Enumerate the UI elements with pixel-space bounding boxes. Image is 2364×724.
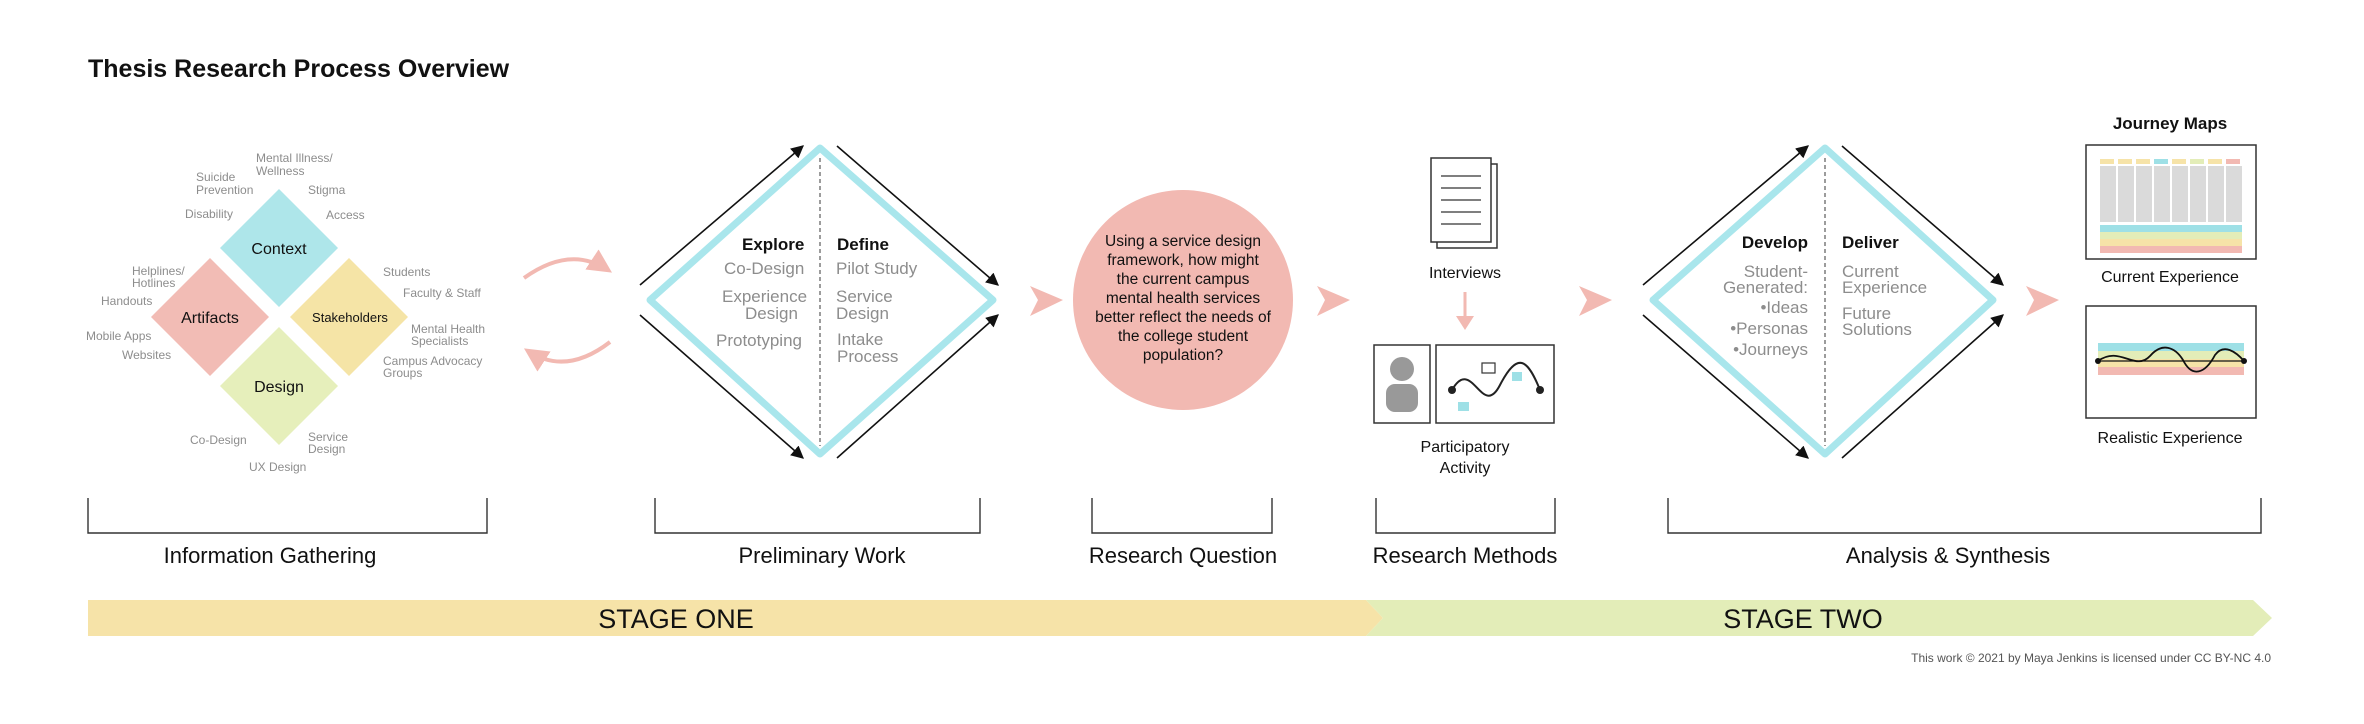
design-label: Design — [254, 379, 304, 396]
interviews-label: Interviews — [1429, 265, 1501, 282]
license-credit: This work © 2021 by Maya Jenkins is lice… — [1911, 651, 2271, 665]
down-arrow-icon — [1456, 292, 1474, 330]
term-access: Access — [326, 208, 365, 222]
question-line: Using a service design — [1105, 233, 1261, 250]
develop-heading: Develop — [1742, 233, 1808, 252]
research-methods: Interviews Participatory Activity — [1373, 157, 1555, 477]
define-item: Pilot Study — [836, 259, 918, 278]
term-handouts: Handouts — [101, 294, 152, 308]
journey-maps: Journey Maps Current Experience — [2085, 114, 2257, 447]
stage-one-label: STAGE ONE — [598, 604, 754, 634]
term-wellness: Wellness — [256, 164, 304, 178]
develop-item: •Journeys — [1733, 340, 1808, 359]
develop-item: Generated: — [1723, 278, 1808, 297]
stakeholders-label: Stakeholders — [312, 310, 388, 325]
define-item: Intake — [837, 330, 883, 349]
section-label-research-methods: Research Methods — [1373, 543, 1558, 568]
question-line: the current campus — [1117, 271, 1250, 288]
develop-item: •Ideas — [1760, 298, 1808, 317]
question-line: the college student — [1118, 328, 1249, 345]
flow-chevron — [1579, 286, 1612, 316]
define-item: Service — [836, 287, 893, 306]
section-label-analysis-synthesis: Analysis & Synthesis — [1846, 543, 2050, 568]
term-service: Service — [308, 430, 348, 444]
research-question-circle: Using a service design framework, how mi… — [1073, 190, 1293, 410]
section-label-research-question: Research Question — [1089, 543, 1277, 568]
term-mental-illness: Mental Illness/ — [256, 151, 333, 165]
info-gathering-cluster: Context Artifacts Stakeholders Design Me… — [86, 151, 485, 474]
term-disability: Disability — [185, 207, 233, 221]
term-campus-advocacy: Campus Advocacy — [383, 354, 482, 368]
current-experience-label: Current Experience — [2101, 269, 2239, 286]
question-line: framework, how might — [1107, 252, 1259, 269]
context-label: Context — [251, 241, 307, 258]
term-ux-design: UX Design — [249, 460, 306, 474]
person-card-icon — [1373, 344, 1431, 424]
question-line: mental health services — [1106, 290, 1260, 307]
term-groups: Groups — [383, 366, 422, 380]
question-line: better reflect the needs of — [1095, 309, 1271, 326]
deliver-heading: Deliver — [1842, 233, 1899, 252]
current-journey-map — [2085, 144, 2257, 260]
term-suicide: Suicide — [196, 170, 236, 184]
section-brackets — [87, 498, 2262, 534]
explore-item: Prototyping — [716, 331, 802, 350]
stage-one-bar — [88, 600, 1383, 636]
preliminary-diamond: Explore Co-Design Experience Design Prot… — [639, 144, 999, 459]
realistic-experience-label: Realistic Experience — [2098, 430, 2243, 447]
deliver-item: Future — [1842, 304, 1891, 323]
stage-two-label: STAGE TWO — [1723, 604, 1883, 634]
term-helplines: Helplines/ — [132, 264, 185, 278]
journey-maps-title: Journey Maps — [2113, 114, 2227, 133]
page-title: Thesis Research Process Overview — [88, 55, 510, 83]
section-label-information-gathering: Information Gathering — [164, 543, 377, 568]
term-co-design: Co-Design — [190, 433, 247, 447]
cycle-arrows — [522, 249, 613, 372]
participatory-label: Participatory — [1421, 439, 1510, 456]
stage-two-bar — [1366, 600, 2272, 636]
artifacts-label: Artifacts — [181, 310, 239, 327]
deliver-item: Experience — [1842, 278, 1927, 297]
term-students: Students — [383, 265, 430, 279]
flow-chevron — [1317, 286, 1350, 316]
term-hotlines: Hotlines — [132, 276, 175, 290]
analysis-diamond: Develop Student- Generated: •Ideas •Pers… — [1642, 144, 2004, 459]
term-faculty: Faculty & Staff — [403, 286, 481, 300]
question-line: population? — [1143, 347, 1224, 364]
explore-heading: Explore — [742, 235, 804, 254]
deliver-item: Solutions — [1842, 320, 1912, 339]
explore-item: Co-Design — [724, 259, 804, 278]
flow-chevron — [1030, 286, 1063, 316]
participatory-label: Activity — [1440, 460, 1491, 477]
context-node — [220, 189, 338, 307]
define-item: Design — [836, 304, 889, 323]
section-label-preliminary-work: Preliminary Work — [738, 543, 906, 568]
term-mobile-apps: Mobile Apps — [86, 329, 151, 343]
stakeholders-node — [290, 258, 408, 376]
explore-item: Experience — [722, 287, 807, 306]
term-specialists: Specialists — [411, 334, 468, 348]
term-mental-health: Mental Health — [411, 322, 485, 336]
activity-board-icon — [1435, 344, 1555, 424]
develop-item: •Personas — [1730, 319, 1808, 338]
term-prevention: Prevention — [196, 183, 253, 197]
realistic-journey-map — [2085, 305, 2257, 419]
term-stigma: Stigma — [308, 183, 346, 197]
term-design: Design — [308, 442, 345, 456]
flow-chevron — [2026, 286, 2059, 316]
explore-item: Design — [745, 304, 798, 323]
document-icon — [1430, 157, 1498, 249]
define-item: Process — [837, 347, 898, 366]
artifacts-node — [151, 258, 269, 376]
deliver-item: Current — [1842, 262, 1899, 281]
define-heading: Define — [837, 235, 889, 254]
develop-item: Student- — [1744, 262, 1808, 281]
design-node — [220, 327, 338, 445]
term-websites: Websites — [122, 348, 171, 362]
